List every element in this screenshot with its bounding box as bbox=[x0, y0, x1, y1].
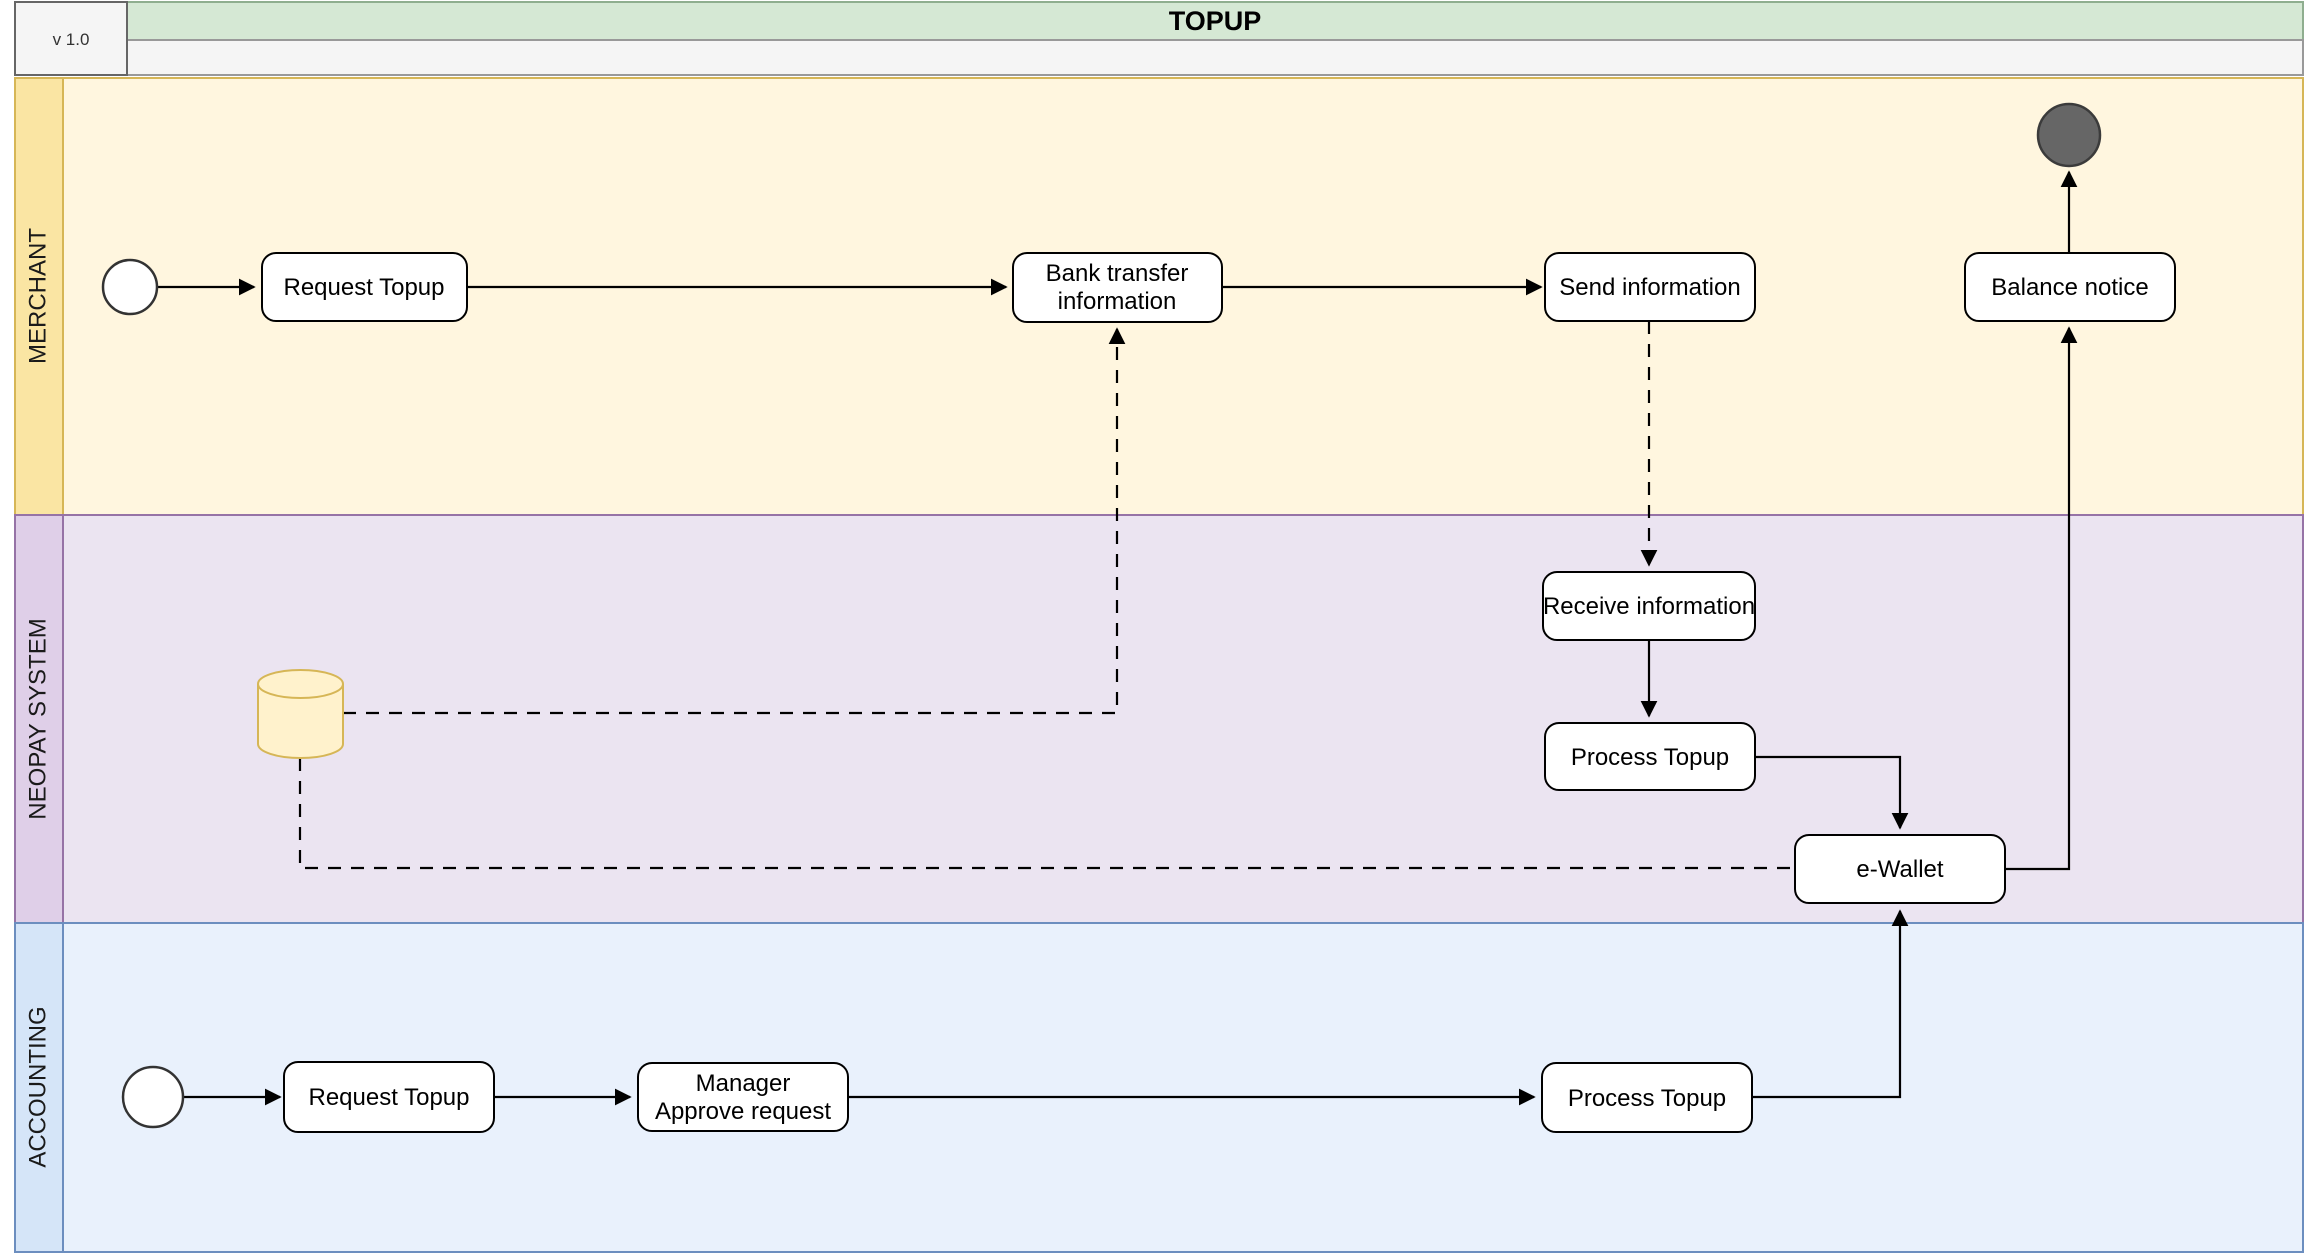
task-merchant-request-topup-label: Request Topup bbox=[283, 274, 444, 301]
start-event-merchant[interactable] bbox=[101, 258, 159, 316]
edges bbox=[157, 170, 2078, 1106]
task-receive-information-label: Receive information bbox=[1543, 593, 1755, 620]
database-cylinder[interactable] bbox=[257, 669, 344, 759]
task-accounting-process-topup[interactable]: Process Topup bbox=[1541, 1062, 1753, 1133]
lane-merchant-label: MERCHANT bbox=[24, 228, 51, 364]
message-database-to-bank-transfer[interactable] bbox=[343, 327, 1126, 715]
task-balance-notice[interactable]: Balance notice bbox=[1964, 252, 2176, 322]
lane-accounting-strip[interactable] bbox=[14, 922, 64, 1253]
task-bank-transfer-information[interactable]: Bank transfer information bbox=[1012, 252, 1223, 323]
task-e-wallet-label: e-Wallet bbox=[1856, 856, 1943, 883]
task-bank-transfer-information-line1: Bank transfer bbox=[1046, 260, 1189, 287]
flow-neopay-process-to-ewallet[interactable] bbox=[1755, 755, 1909, 830]
flow-ewallet-to-balance-notice[interactable] bbox=[2005, 326, 2078, 871]
lane-neopay-strip[interactable] bbox=[14, 514, 64, 924]
lane-neopay-label: NEOPAY SYSTEM bbox=[24, 618, 51, 819]
task-neopay-process-topup[interactable]: Process Topup bbox=[1544, 722, 1756, 791]
pool-title: TOPUP bbox=[1169, 6, 1262, 36]
task-balance-notice-label: Balance notice bbox=[1991, 274, 2148, 301]
end-event-merchant[interactable] bbox=[2036, 102, 2102, 168]
message-database-to-ewallet[interactable] bbox=[298, 758, 1791, 870]
phase-band[interactable] bbox=[126, 39, 2304, 76]
task-neopay-process-topup-label: Process Topup bbox=[1571, 744, 1729, 771]
task-manager-approve-request-line2: Approve request bbox=[655, 1098, 831, 1125]
task-bank-transfer-information-line2: information bbox=[1058, 288, 1177, 315]
task-accounting-request-topup[interactable]: Request Topup bbox=[283, 1061, 495, 1133]
task-send-information[interactable]: Send information bbox=[1544, 252, 1756, 322]
task-send-information-label: Send information bbox=[1559, 274, 1740, 301]
task-accounting-request-topup-label: Request Topup bbox=[308, 1084, 469, 1111]
version-box[interactable] bbox=[14, 1, 128, 76]
pool-header: TOPUP v 1.0 bbox=[14, 1, 2304, 76]
task-e-wallet[interactable]: e-Wallet bbox=[1794, 834, 2006, 904]
task-accounting-process-topup-label: Process Topup bbox=[1568, 1085, 1726, 1112]
task-manager-approve-request[interactable]: Manager Approve request bbox=[637, 1062, 849, 1132]
version-label: v 1.0 bbox=[53, 30, 90, 49]
flow-accounting-process-to-ewallet[interactable] bbox=[1752, 909, 1909, 1099]
task-merchant-request-topup[interactable]: Request Topup bbox=[261, 252, 468, 322]
task-manager-approve-request-line1: Manager bbox=[696, 1070, 791, 1097]
pool-title-bar[interactable] bbox=[126, 1, 2304, 41]
task-receive-information[interactable]: Receive information bbox=[1542, 571, 1756, 641]
lane-accounting-label: ACCOUNTING bbox=[24, 1006, 51, 1167]
lane-merchant-strip[interactable] bbox=[14, 77, 64, 516]
start-event-accounting[interactable] bbox=[121, 1065, 185, 1129]
